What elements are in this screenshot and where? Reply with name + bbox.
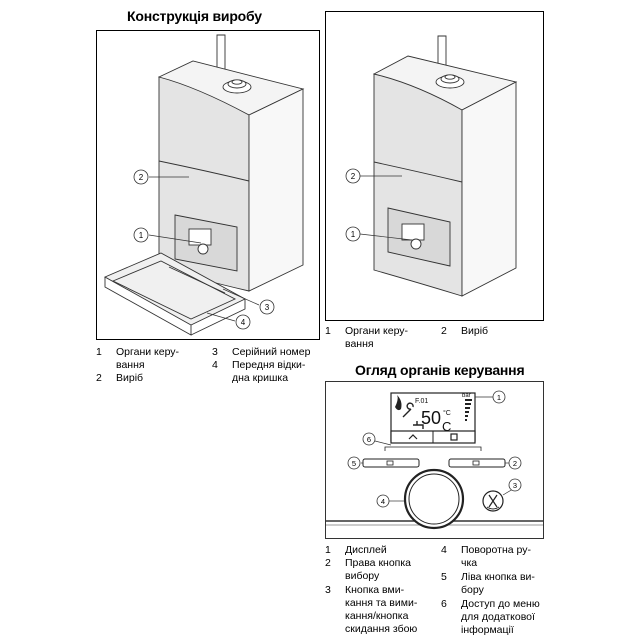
right-select-button[interactable]	[448, 458, 506, 468]
callout-2: 2	[351, 172, 356, 181]
legend-item: 4 Передня відки- дна кришка	[212, 359, 306, 384]
tap-icon	[413, 421, 424, 429]
callout-4: 4	[241, 318, 246, 327]
callout-2: 2	[139, 173, 144, 182]
controls-legend: 1 Дисплей 2 Права кнопка вибору 3 Кнопка…	[325, 544, 555, 638]
rotary-knob[interactable]	[403, 468, 465, 530]
construction-title: Конструкція виробу	[127, 8, 262, 24]
display-temperature: 50	[421, 408, 441, 428]
callout-4: 4	[381, 497, 385, 506]
legend-item: 6 Доступ до меню для додаткової інформац…	[441, 598, 540, 636]
controls-figure: F.01 50 °C C bar	[325, 381, 544, 539]
display-mode-letter: C	[442, 419, 451, 434]
display-unit: °C	[443, 409, 451, 417]
callout-2: 2	[513, 459, 517, 468]
construction-legend: 1 Органи керу- вання 2 Виріб 3 Серійний …	[96, 346, 326, 390]
legend-item: 4 Поворотна ру- чка	[441, 544, 531, 569]
callout-1: 1	[139, 231, 144, 240]
pressure-gauge-icon	[465, 399, 472, 421]
display-code: F.01	[415, 398, 428, 405]
legend-item: 1 Органи керу- вання	[325, 325, 409, 350]
callout-1: 1	[497, 393, 501, 402]
boiler-open-illustration: 2 1 3 4	[103, 34, 305, 336]
callout-1: 1	[351, 230, 356, 239]
wrench-icon	[402, 402, 414, 418]
boiler-closed-illustration: 2 1	[345, 35, 518, 297]
heating-icon	[408, 434, 418, 440]
controls-title: Огляд органів керування	[355, 362, 525, 378]
construction-figure: 2 1 3 4	[96, 30, 320, 340]
legend-item: 1 Органи керу- вання	[96, 346, 180, 371]
callout-5: 5	[352, 459, 356, 468]
callout-3: 3	[513, 481, 517, 490]
flame-icon	[395, 395, 402, 411]
left-select-button[interactable]	[362, 458, 420, 468]
legend-item: 2 Виріб	[441, 325, 489, 337]
legend-item: 2 Права кнопка вибору	[325, 557, 412, 582]
legend-item: 2 Виріб	[96, 372, 144, 384]
control-panel-illustration: F.01 50 °C C bar	[325, 381, 544, 539]
callout-3: 3	[265, 303, 270, 312]
legend-item: 3 Кнопка вми- кання та вими- кання/кнопк…	[325, 584, 418, 635]
info-icon	[450, 433, 458, 441]
legend-item: 1 Дисплей	[325, 544, 387, 556]
legend-item: 3 Серійний номер	[212, 346, 311, 358]
legend-item: 5 Ліва кнопка ви- бору	[441, 571, 535, 596]
power-reset-icon	[488, 494, 498, 508]
display-bar-label: bar	[462, 393, 471, 399]
closed-legend: 1 Органи керу- вання 2 Виріб	[325, 325, 544, 355]
closed-boiler-figure: 2 1	[325, 11, 544, 321]
callout-6: 6	[367, 435, 371, 444]
